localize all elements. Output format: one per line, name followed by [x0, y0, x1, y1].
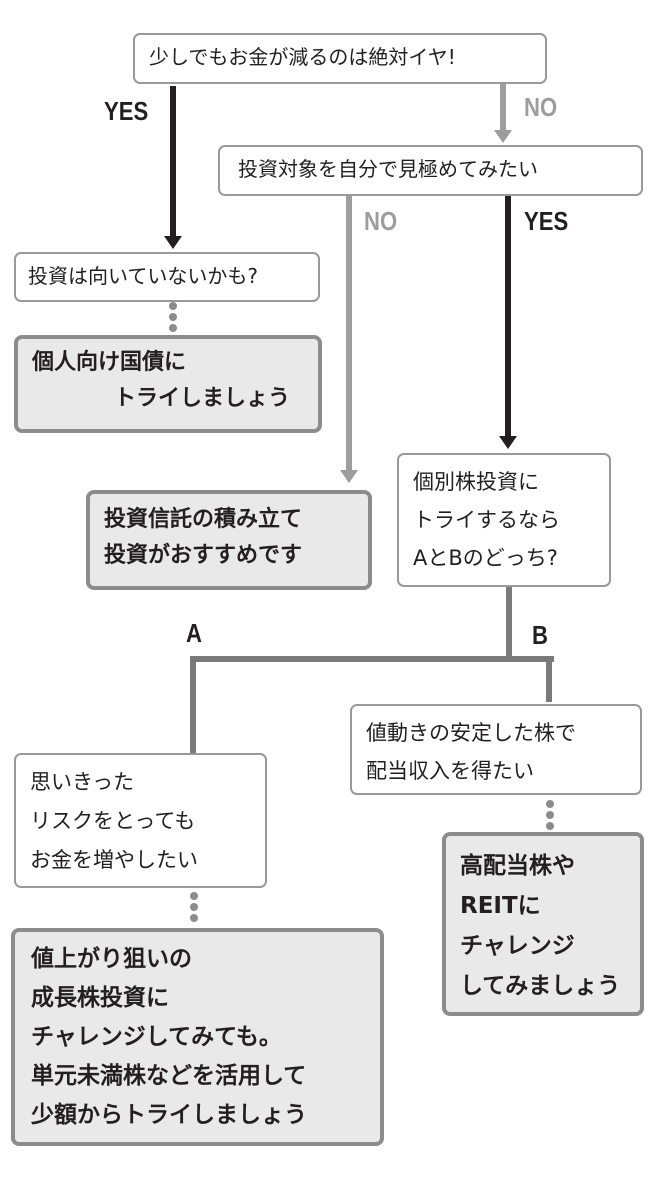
dotted-connector-dot [546, 800, 554, 808]
answer-line: 単元未満株などを活用して [31, 1063, 307, 1089]
answer-line: チャレンジ [460, 933, 575, 959]
dotted-connector-dot [190, 903, 198, 911]
answer-growth-stocks: 値上がり狙いの 成長株投資に チャレンジしてみても。 単元未満株などを活用して … [11, 928, 384, 1146]
answer-line: 投資がおすすめです [104, 543, 303, 568]
no-label: NO [524, 92, 558, 122]
question-line: 値動きの安定した株で [366, 721, 576, 745]
question-line: トライするなら [413, 508, 560, 532]
yes-label: YES [104, 96, 149, 126]
dotted-connector-dot [190, 892, 198, 900]
question-line: AとBのどっち? [413, 546, 558, 570]
b-connector-drop [546, 656, 552, 702]
answer-line: チャレンジしてみても。 [31, 1024, 282, 1050]
dotted-connector-dot [169, 313, 177, 321]
question-line: 思いきった [30, 770, 135, 794]
answer-high-dividend: 高配当株や REITに チャレンジ してみましょう [442, 832, 644, 1016]
no-label: NO [364, 206, 398, 236]
dotted-connector-dot [190, 914, 198, 922]
question-line: リスクをとっても [30, 809, 196, 833]
yes-label: YES [524, 206, 569, 236]
no-connector-q2 [346, 196, 352, 472]
no-connector-q1 [500, 84, 506, 132]
question-text: 少しでもお金が減るのは絶対イヤ! [149, 45, 456, 69]
answer-line: トライしましょう [114, 386, 291, 411]
arrow-down-icon [164, 236, 182, 249]
question-option-b: 値動きの安定した株で 配当収入を得たい [350, 704, 642, 795]
question-text: 投資は向いていないかも? [28, 264, 259, 288]
answer-line: 投資信託の積み立て [104, 507, 303, 532]
question-not-suited: 投資は向いていないかも? [14, 252, 320, 302]
dotted-connector-dot [169, 302, 177, 310]
question-individual-stocks: 個別株投資に トライするなら AとBのどっち? [397, 453, 611, 587]
question-option-a: 思いきった リスクをとっても お金を増やしたい [14, 753, 267, 888]
option-b-label: B [532, 620, 548, 650]
answer-line: してみましょう [460, 973, 621, 999]
question-line: お金を増やしたい [30, 848, 198, 872]
answer-line: 成長株投資に [31, 985, 169, 1011]
answer-line: 個人向け国債に [32, 350, 187, 375]
question-text: 投資対象を自分で見極めてみたい [238, 157, 538, 181]
ab-connector-horizontal [190, 656, 554, 662]
ab-connector-stem [506, 586, 512, 661]
yes-connector-q2 [505, 196, 511, 438]
answer-line: 少額からトライしましょう [31, 1102, 307, 1128]
arrow-down-icon [340, 470, 358, 483]
dotted-connector-dot [546, 822, 554, 830]
question-self-select: 投資対象を自分で見極めてみたい [218, 145, 643, 196]
answer-line: REITに [460, 893, 541, 919]
answer-government-bonds: 個人向け国債に トライしましょう [14, 335, 322, 433]
question-avoid-loss: 少しでもお金が減るのは絶対イヤ! [133, 33, 547, 84]
answer-investment-trust: 投資信託の積み立て 投資がおすすめです [86, 490, 372, 590]
yes-connector-q1 [170, 86, 176, 238]
answer-line: 値上がり狙いの [31, 946, 192, 972]
dotted-connector-dot [546, 811, 554, 819]
option-a-label: A [186, 618, 202, 648]
question-line: 個別株投資に [413, 470, 539, 494]
dotted-connector-dot [169, 324, 177, 332]
question-line: 配当収入を得たい [366, 759, 534, 783]
a-connector-drop [190, 656, 196, 754]
arrow-down-icon [499, 436, 517, 449]
answer-line: 高配当株や [460, 853, 575, 879]
arrow-down-icon [494, 130, 512, 143]
